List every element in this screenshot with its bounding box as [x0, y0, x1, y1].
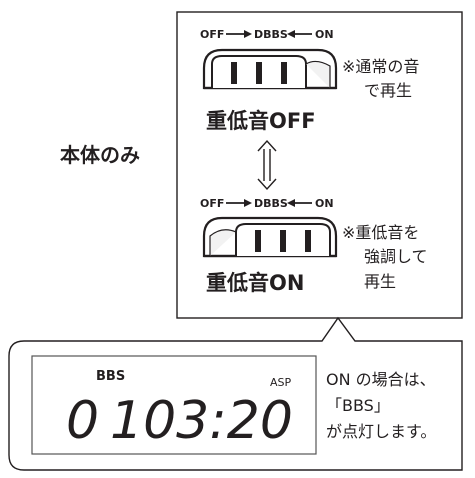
slide-switch-off-icon — [202, 48, 338, 90]
up-down-arrow-icon — [257, 139, 277, 191]
note-bass-line3: 再生 — [364, 272, 396, 291]
lcd-track-number: 0 — [66, 391, 99, 451]
switch-pos-off: OFF — [200, 28, 224, 41]
switch-pos-dbbs: DBBS — [254, 28, 288, 41]
bass-off-caption: 重低音OFF — [206, 109, 316, 133]
arrow-right-icon — [226, 199, 252, 207]
note-bass-line2: 強調して — [364, 247, 428, 266]
switch-pos-on: ON — [315, 28, 334, 41]
switch-off-group: OFF DBBS ON ※通常の音 で再生 重低音OFF — [200, 28, 419, 133]
arrow-right-icon — [226, 30, 252, 38]
lcd-display: BBS 0 103:20 ASP — [31, 355, 317, 455]
note-normal-line1: ※通常の音 — [342, 57, 419, 76]
lcd-time: 103:20 — [110, 391, 293, 451]
note-bass-line1: ※重低音を — [342, 223, 419, 242]
lcd-bbs-indicator: BBS — [96, 369, 125, 384]
callout-line2: 「BBS」 — [326, 396, 390, 415]
bass-on-caption: 重低音ON — [206, 271, 304, 295]
switch-pos-dbbs-2: DBBS — [254, 197, 288, 210]
lcd-frame — [31, 355, 317, 455]
switch-pos-on-2: ON — [315, 197, 334, 210]
note-normal-line2: で再生 — [364, 81, 412, 100]
arrow-left-icon — [287, 199, 312, 207]
switch-pos-off-2: OFF — [200, 197, 224, 210]
lcd-asp-indicator: ASP — [270, 376, 292, 389]
callout-line1: ON の場合は、 — [326, 370, 436, 389]
body-only-label: 本体のみ — [60, 143, 140, 167]
slide-switch-on-icon — [202, 216, 338, 258]
arrow-left-icon — [287, 30, 312, 38]
callout-line3: が点灯します。 — [326, 422, 436, 441]
switch-on-group: OFF DBBS ON ※重低音を 強調して 再生 重低音ON — [200, 197, 428, 295]
